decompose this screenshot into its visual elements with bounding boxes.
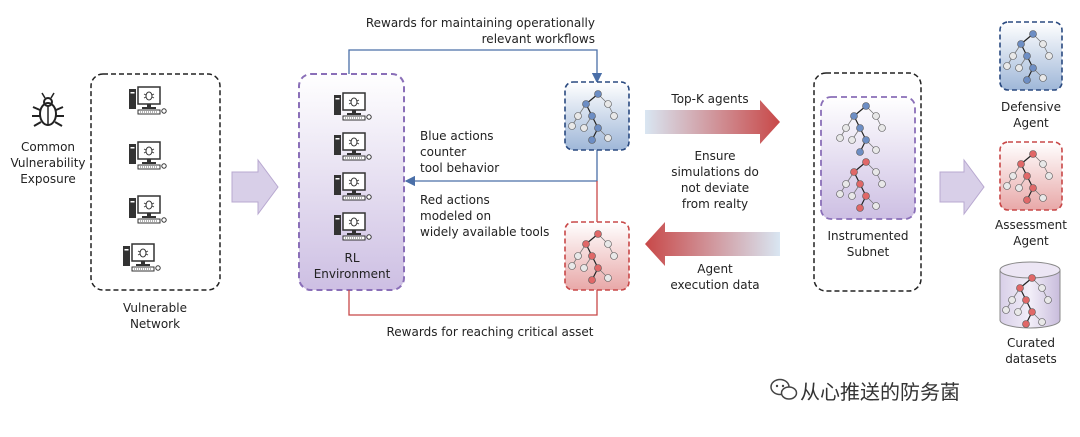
top-k-arrow [645,100,780,144]
defensive-agent-box [999,21,1063,91]
wechat-icon [770,378,798,400]
blue-agent-box [564,81,630,151]
bottom-reward-line [348,290,598,316]
agent-execution-arrow [645,222,780,266]
top-k-label: Top-K agents [671,92,749,106]
red-agent-box [564,221,630,291]
bottom-reward-label: Rewards for reaching critical asset [386,325,594,339]
bug-icon [32,92,64,127]
watermark-text: 从心推送的防务菌 [800,380,960,404]
top-reward-line [348,49,603,84]
database-icon [999,261,1061,329]
subnet-inner-box [820,96,916,220]
flow-arrow [939,158,985,216]
vulnerable-network-box [90,73,221,291]
assessment-agent-box [999,141,1063,211]
flow-arrow [231,158,279,216]
